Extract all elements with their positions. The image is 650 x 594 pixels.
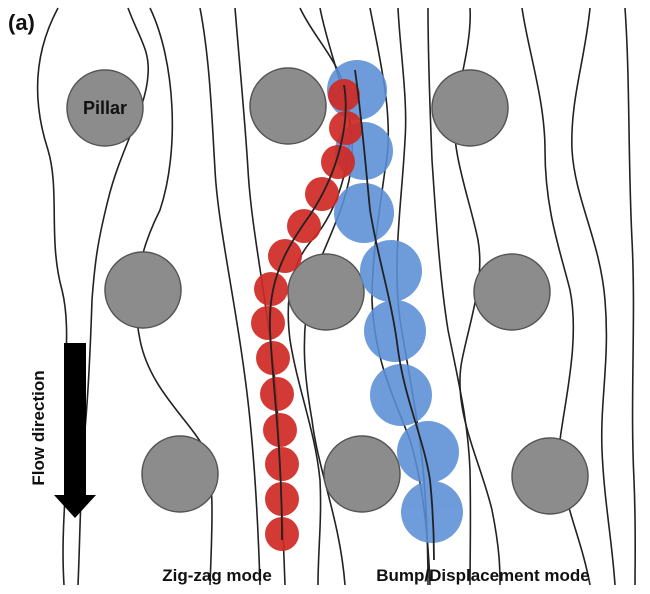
panel-label: (a) [8, 10, 35, 35]
bump-particle [370, 364, 432, 426]
pillar [431, 69, 509, 147]
zigzag-particle [263, 413, 297, 447]
pillar [473, 253, 551, 331]
pillar-label: Pillar [83, 98, 127, 118]
streamline [624, 7, 637, 586]
bump-particle [334, 183, 394, 243]
pillar [287, 253, 365, 331]
zigzag-particle [321, 145, 355, 179]
bump-particle [360, 240, 422, 302]
zigzag-particle [251, 306, 285, 340]
zigzag-particle [256, 341, 290, 375]
zigzag-particle [329, 111, 363, 145]
pillar [66, 69, 144, 147]
zigzag-particle [265, 447, 299, 481]
zigzag-trajectory [268, 84, 347, 541]
trajectories [268, 69, 435, 561]
pillar [323, 435, 401, 513]
streamline [199, 7, 261, 586]
zigzag-particle [254, 272, 288, 306]
pillar [249, 67, 327, 145]
pillars [66, 67, 589, 515]
streamline [427, 7, 472, 586]
pillar [104, 251, 182, 329]
bump-particle [397, 421, 459, 483]
bump-trajectory [354, 69, 435, 561]
zigzag-mode-label: Zig-zag mode [162, 566, 272, 585]
arrow-shaft [64, 343, 86, 498]
zigzag-particle [287, 209, 321, 243]
zigzag-particle [260, 377, 294, 411]
bump-mode-label: Bump/Displacement mode [376, 566, 590, 585]
flow-arrow [54, 343, 96, 518]
flow-direction-label: Flow direction [29, 370, 48, 485]
arrow-head [54, 495, 96, 518]
streamline [571, 7, 616, 586]
zigzag-particle [328, 79, 360, 111]
pillar [511, 437, 589, 515]
pillar [141, 435, 219, 513]
